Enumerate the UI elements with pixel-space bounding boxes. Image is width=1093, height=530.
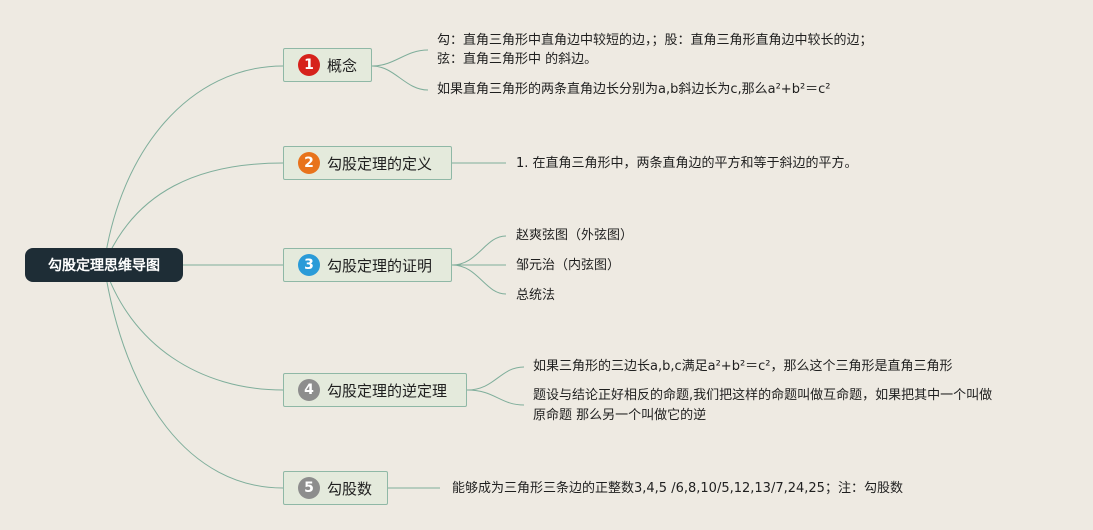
branch-node-converse[interactable]: 4 勾股定理的逆定理 xyxy=(283,373,467,407)
connector-root-branch-5 xyxy=(103,264,284,489)
leaf-proof-zou-yuanzhi[interactable]: 邹元治（内弦图） xyxy=(516,258,621,273)
connector-branch-1-leaf-b xyxy=(371,65,429,91)
connector-branch-1-leaf-a xyxy=(371,49,429,67)
branch-label: 勾股定理的逆定理 xyxy=(327,381,448,400)
leaf-proof-zhao-shuang[interactable]: 赵爽弦图（外弦图） xyxy=(516,228,634,243)
branch-label: 勾股数 xyxy=(327,479,373,498)
root-node[interactable]: 勾股定理思维导图 xyxy=(25,248,183,282)
connector-branch-4-leaf-1 xyxy=(466,366,525,391)
leaf-converse-proposition-line-2[interactable]: 原命题 那么另一个叫做它的逆 xyxy=(533,408,707,423)
leaf-converse-proposition-line-1[interactable]: 题设与结论正好相反的命题,我们把这样的命题叫做互命题，如果把其中一个叫做 xyxy=(533,388,993,403)
connector-branch-3-leaf-1 xyxy=(451,235,507,266)
branch-label: 勾股定理的定义 xyxy=(327,154,433,173)
branch-label: 勾股定理的证明 xyxy=(327,256,433,275)
root-node-label: 勾股定理思维导图 xyxy=(48,258,160,274)
branch-node-pythagorean-triples[interactable]: 5 勾股数 xyxy=(283,471,388,505)
connector-branch-3-leaf-3 xyxy=(451,264,507,295)
branch-label: 概念 xyxy=(327,56,358,75)
leaf-concept-gou-gu[interactable]: 勾：直角三角形中直角边中较短的边，；股：直角三角形直角边中较长的边； xyxy=(437,33,873,48)
number-badge-icon: 2 xyxy=(298,152,320,174)
branch-node-proof[interactable]: 3 勾股定理的证明 xyxy=(283,248,452,282)
branch-node-concept[interactable]: 1 概念 xyxy=(283,48,372,82)
leaf-definition[interactable]: 1. 在直角三角形中，两条直角边的平方和等于斜边的平方。 xyxy=(516,156,858,171)
number-badge-icon: 3 xyxy=(298,254,320,276)
connector-root-branch-1 xyxy=(103,65,284,266)
number-badge-icon: 4 xyxy=(298,379,320,401)
leaf-concept-formula[interactable]: 如果直角三角形的两条直角边长分别为a,b斜边长为c,那么a²+b²＝c² xyxy=(437,82,831,97)
leaf-proof-president[interactable]: 总统法 xyxy=(516,288,556,303)
branch-node-definition[interactable]: 2 勾股定理的定义 xyxy=(283,146,452,180)
leaf-concept-xian[interactable]: 弦：直角三角形中 的斜边。 xyxy=(437,52,598,67)
connector-root-branch-2 xyxy=(103,162,284,266)
connector-root-branch-4 xyxy=(103,264,284,391)
number-badge-icon: 5 xyxy=(298,477,320,499)
leaf-converse-theorem[interactable]: 如果三角形的三边长a,b,c满足a²+b²＝c²，那么这个三角形是直角三角形 xyxy=(533,359,953,374)
leaf-pythagorean-triples[interactable]: 能够成为三角形三条边的正整数3,4,5 /6,8,10/5,12,13/7,24… xyxy=(452,481,903,496)
connector-branch-4-leaf-2 xyxy=(466,389,525,406)
number-badge-icon: 1 xyxy=(298,54,320,76)
